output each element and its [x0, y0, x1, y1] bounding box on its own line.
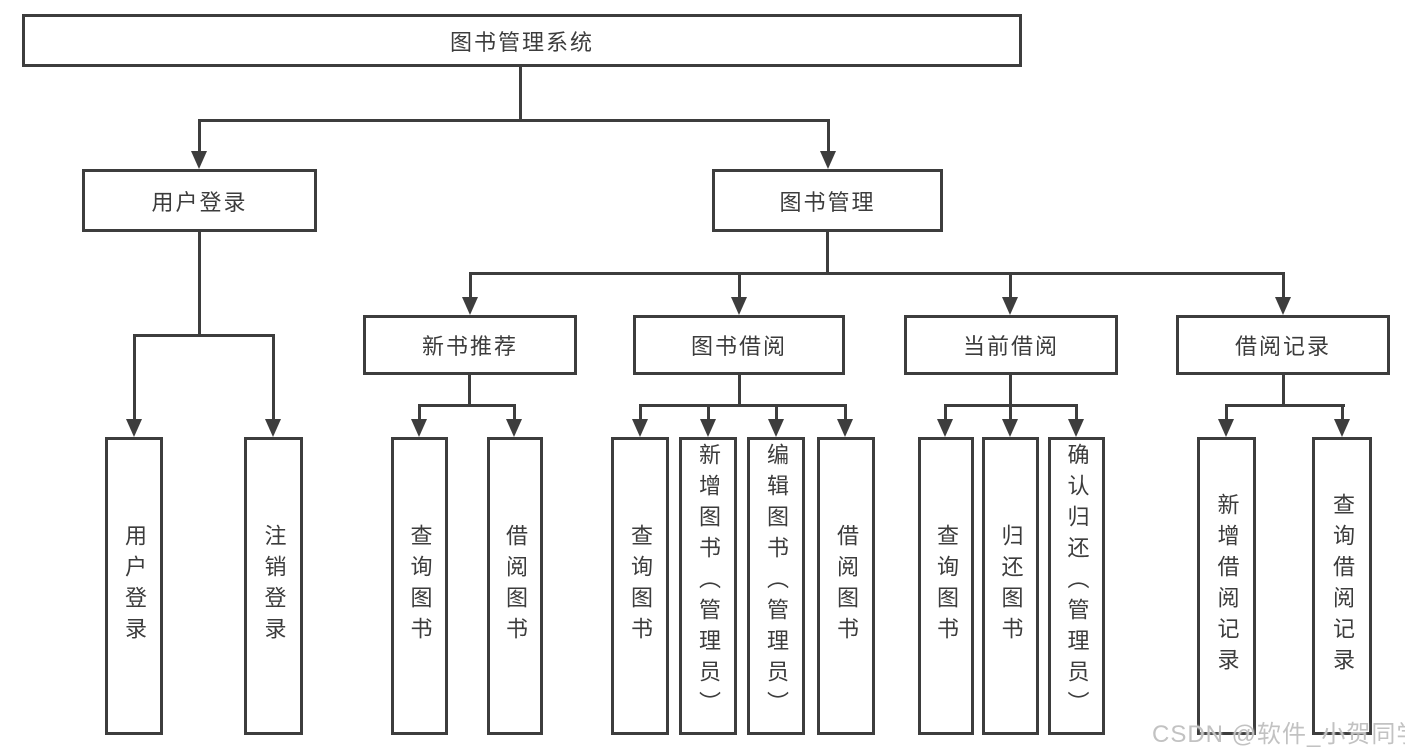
node-borrowing-records: 借阅记录 — [1176, 315, 1390, 375]
leaf-return-books: 归还图书 — [982, 437, 1039, 735]
leaf-add-borrow-record: 新增借阅记录 — [1197, 437, 1256, 735]
connector-line — [418, 404, 421, 421]
leaf-query-books-newbooks: 查询图书 — [391, 437, 448, 735]
leaf-label: 确认归还（管理员） — [1064, 443, 1090, 722]
connector-line — [738, 375, 741, 406]
node-label: 图书管理系统 — [449, 29, 594, 55]
leaf-query-books-current: 查询图书 — [918, 437, 974, 735]
connector-line — [1341, 404, 1344, 421]
connector-line — [133, 334, 275, 337]
node-label: 图书借阅 — [690, 334, 787, 359]
node-new-book-recommendation: 新书推荐 — [363, 315, 577, 375]
connector-line — [1075, 404, 1078, 421]
csdn-watermark: CSDN @软件_小贺同学 — [1152, 721, 1405, 747]
connector-line — [707, 404, 710, 421]
connector-line — [738, 272, 741, 299]
arrowhead-down-icon — [632, 419, 648, 437]
leaf-confirm-return-admin: 确认归还（管理员） — [1048, 437, 1105, 735]
node-book-management: 图书管理 — [712, 169, 943, 232]
leaf-logout: 注销登录 — [244, 437, 303, 735]
leaf-query-borrow-record: 查询借阅记录 — [1312, 437, 1372, 735]
arrowhead-down-icon — [462, 297, 478, 315]
leaf-borrow-books-newbooks: 借阅图书 — [487, 437, 543, 735]
leaf-query-books-borrowing: 查询图书 — [611, 437, 669, 735]
arrowhead-down-icon — [1275, 297, 1291, 315]
arrowhead-down-icon — [1068, 419, 1084, 437]
arrowhead-down-icon — [1334, 419, 1350, 437]
leaf-user-login: 用户登录 — [105, 437, 163, 735]
node-user-login: 用户登录 — [82, 169, 317, 232]
leaf-label: 借阅图书 — [834, 524, 859, 648]
connector-line — [133, 334, 136, 421]
connector-line — [469, 272, 1285, 275]
connector-line — [775, 404, 778, 421]
leaf-label: 查询图书 — [934, 524, 959, 648]
node-library-system-root: 图书管理系统 — [22, 14, 1022, 67]
connector-line — [272, 334, 275, 421]
leaf-label: 用户登录 — [122, 524, 147, 648]
arrowhead-down-icon — [1002, 419, 1018, 437]
connector-line — [198, 232, 201, 336]
leaf-add-books-admin: 新增图书（管理员） — [679, 437, 737, 735]
connector-line — [844, 404, 847, 421]
leaf-label: 借阅图书 — [503, 524, 528, 648]
node-label: 用户登录 — [151, 189, 248, 215]
connector-line — [519, 67, 522, 121]
leaf-label: 编辑图书（管理员） — [764, 443, 789, 722]
connector-line — [639, 404, 847, 407]
node-label: 当前借阅 — [962, 334, 1059, 359]
connector-line — [198, 119, 830, 122]
leaf-label: 注销登录 — [261, 524, 287, 648]
arrowhead-down-icon — [937, 419, 953, 437]
connector-line — [1225, 404, 1228, 421]
arrowhead-down-icon — [700, 419, 716, 437]
connector-line — [827, 119, 830, 153]
connector-line — [826, 232, 829, 274]
arrowhead-down-icon — [837, 419, 853, 437]
connector-line — [1009, 404, 1012, 421]
node-label: 借阅记录 — [1234, 334, 1331, 359]
connector-line — [1225, 404, 1345, 407]
leaf-label: 查询图书 — [407, 524, 433, 648]
leaf-label: 新增借阅记录 — [1214, 493, 1240, 679]
arrowhead-down-icon — [265, 419, 281, 437]
connector-line — [198, 119, 201, 153]
arrowhead-down-icon — [411, 419, 427, 437]
leaf-label: 查询借阅记录 — [1330, 493, 1355, 679]
leaf-borrow-books-borrowing: 借阅图书 — [817, 437, 875, 735]
arrowhead-down-icon — [191, 151, 207, 169]
connector-line — [468, 375, 471, 406]
connector-line — [1009, 375, 1012, 406]
arrowhead-down-icon — [731, 297, 747, 315]
leaf-label: 查询图书 — [628, 524, 653, 648]
arrowhead-down-icon — [1002, 297, 1018, 315]
arrowhead-down-icon — [768, 419, 784, 437]
leaf-label: 新增图书（管理员） — [696, 443, 721, 722]
node-label: 图书管理 — [779, 189, 876, 215]
connector-line — [1282, 272, 1285, 299]
connector-line — [944, 404, 947, 421]
arrowhead-down-icon — [506, 419, 522, 437]
node-current-borrowing: 当前借阅 — [904, 315, 1118, 375]
connector-line — [1009, 272, 1012, 299]
leaf-edit-books-admin: 编辑图书（管理员） — [747, 437, 805, 735]
connector-line — [513, 404, 516, 421]
arrowhead-down-icon — [1218, 419, 1234, 437]
node-book-borrowing: 图书借阅 — [633, 315, 845, 375]
node-label: 新书推荐 — [421, 334, 518, 359]
arrowhead-down-icon — [820, 151, 836, 169]
connector-line — [418, 404, 516, 407]
leaf-label: 归还图书 — [998, 524, 1024, 648]
connector-line — [639, 404, 642, 421]
connector-line — [469, 272, 472, 299]
connector-line — [1282, 375, 1285, 406]
arrowhead-down-icon — [126, 419, 142, 437]
